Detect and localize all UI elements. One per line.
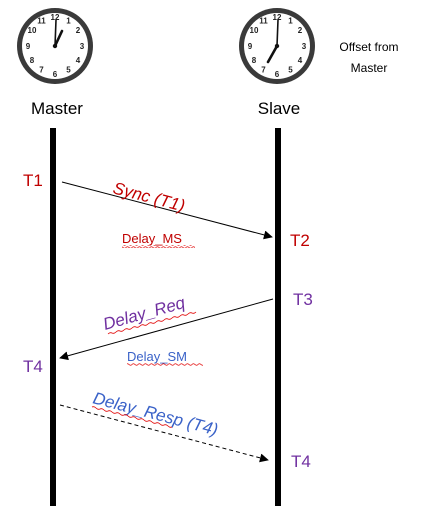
delay-ms-spellcheck [122,245,195,248]
t4-master-label: T4 [23,357,43,376]
slave-label: Slave [258,99,301,118]
svg-text:4: 4 [298,56,303,65]
slave-lifeline [275,128,281,506]
svg-text:8: 8 [252,56,257,65]
svg-text:12: 12 [273,13,282,22]
delay-req-message-label: Delay_Req [101,293,188,334]
svg-text:4: 4 [76,56,81,65]
delay-req-arrow [59,298,274,361]
t2-label: T2 [290,231,310,250]
svg-text:12: 12 [51,13,60,22]
t1-label: T1 [23,171,43,190]
delay-resp-spellcheck [91,406,173,428]
delay-resp-arrow [59,404,269,463]
delay-req-spellcheck [107,311,197,335]
sync-arrow [61,181,273,240]
svg-text:11: 11 [259,17,268,26]
svg-text:7: 7 [39,66,44,75]
master-lifeline [50,128,56,506]
offset-note-line2: Master [351,61,388,75]
svg-text:2: 2 [76,26,81,35]
svg-text:3: 3 [302,42,307,51]
svg-text:2: 2 [298,26,303,35]
svg-text:5: 5 [288,66,293,75]
svg-text:11: 11 [37,17,46,26]
delay-sm-label: Delay_SM [127,349,187,364]
t3-label: T3 [293,290,313,309]
svg-text:3: 3 [80,42,85,51]
offset-note-line1: Offset from [339,40,398,54]
svg-text:5: 5 [66,66,71,75]
svg-text:6: 6 [275,70,280,79]
svg-text:1: 1 [66,17,71,26]
t4-slave-label: T4 [291,452,311,471]
svg-text:1: 1 [288,17,293,26]
svg-text:7: 7 [261,66,266,75]
svg-text:8: 8 [30,56,35,65]
sync-message-label: Sync (T1) [111,178,187,215]
delay-resp-message-label: Delay_Resp (T4) [91,388,220,439]
svg-text:10: 10 [250,26,259,35]
delay-ms-label: Delay_MS [122,231,182,246]
delay-sm-spellcheck [127,363,203,366]
master-label: Master [31,99,83,118]
svg-text:9: 9 [248,42,253,51]
svg-text:6: 6 [53,70,58,79]
svg-text:9: 9 [26,42,31,51]
svg-text:10: 10 [28,26,37,35]
